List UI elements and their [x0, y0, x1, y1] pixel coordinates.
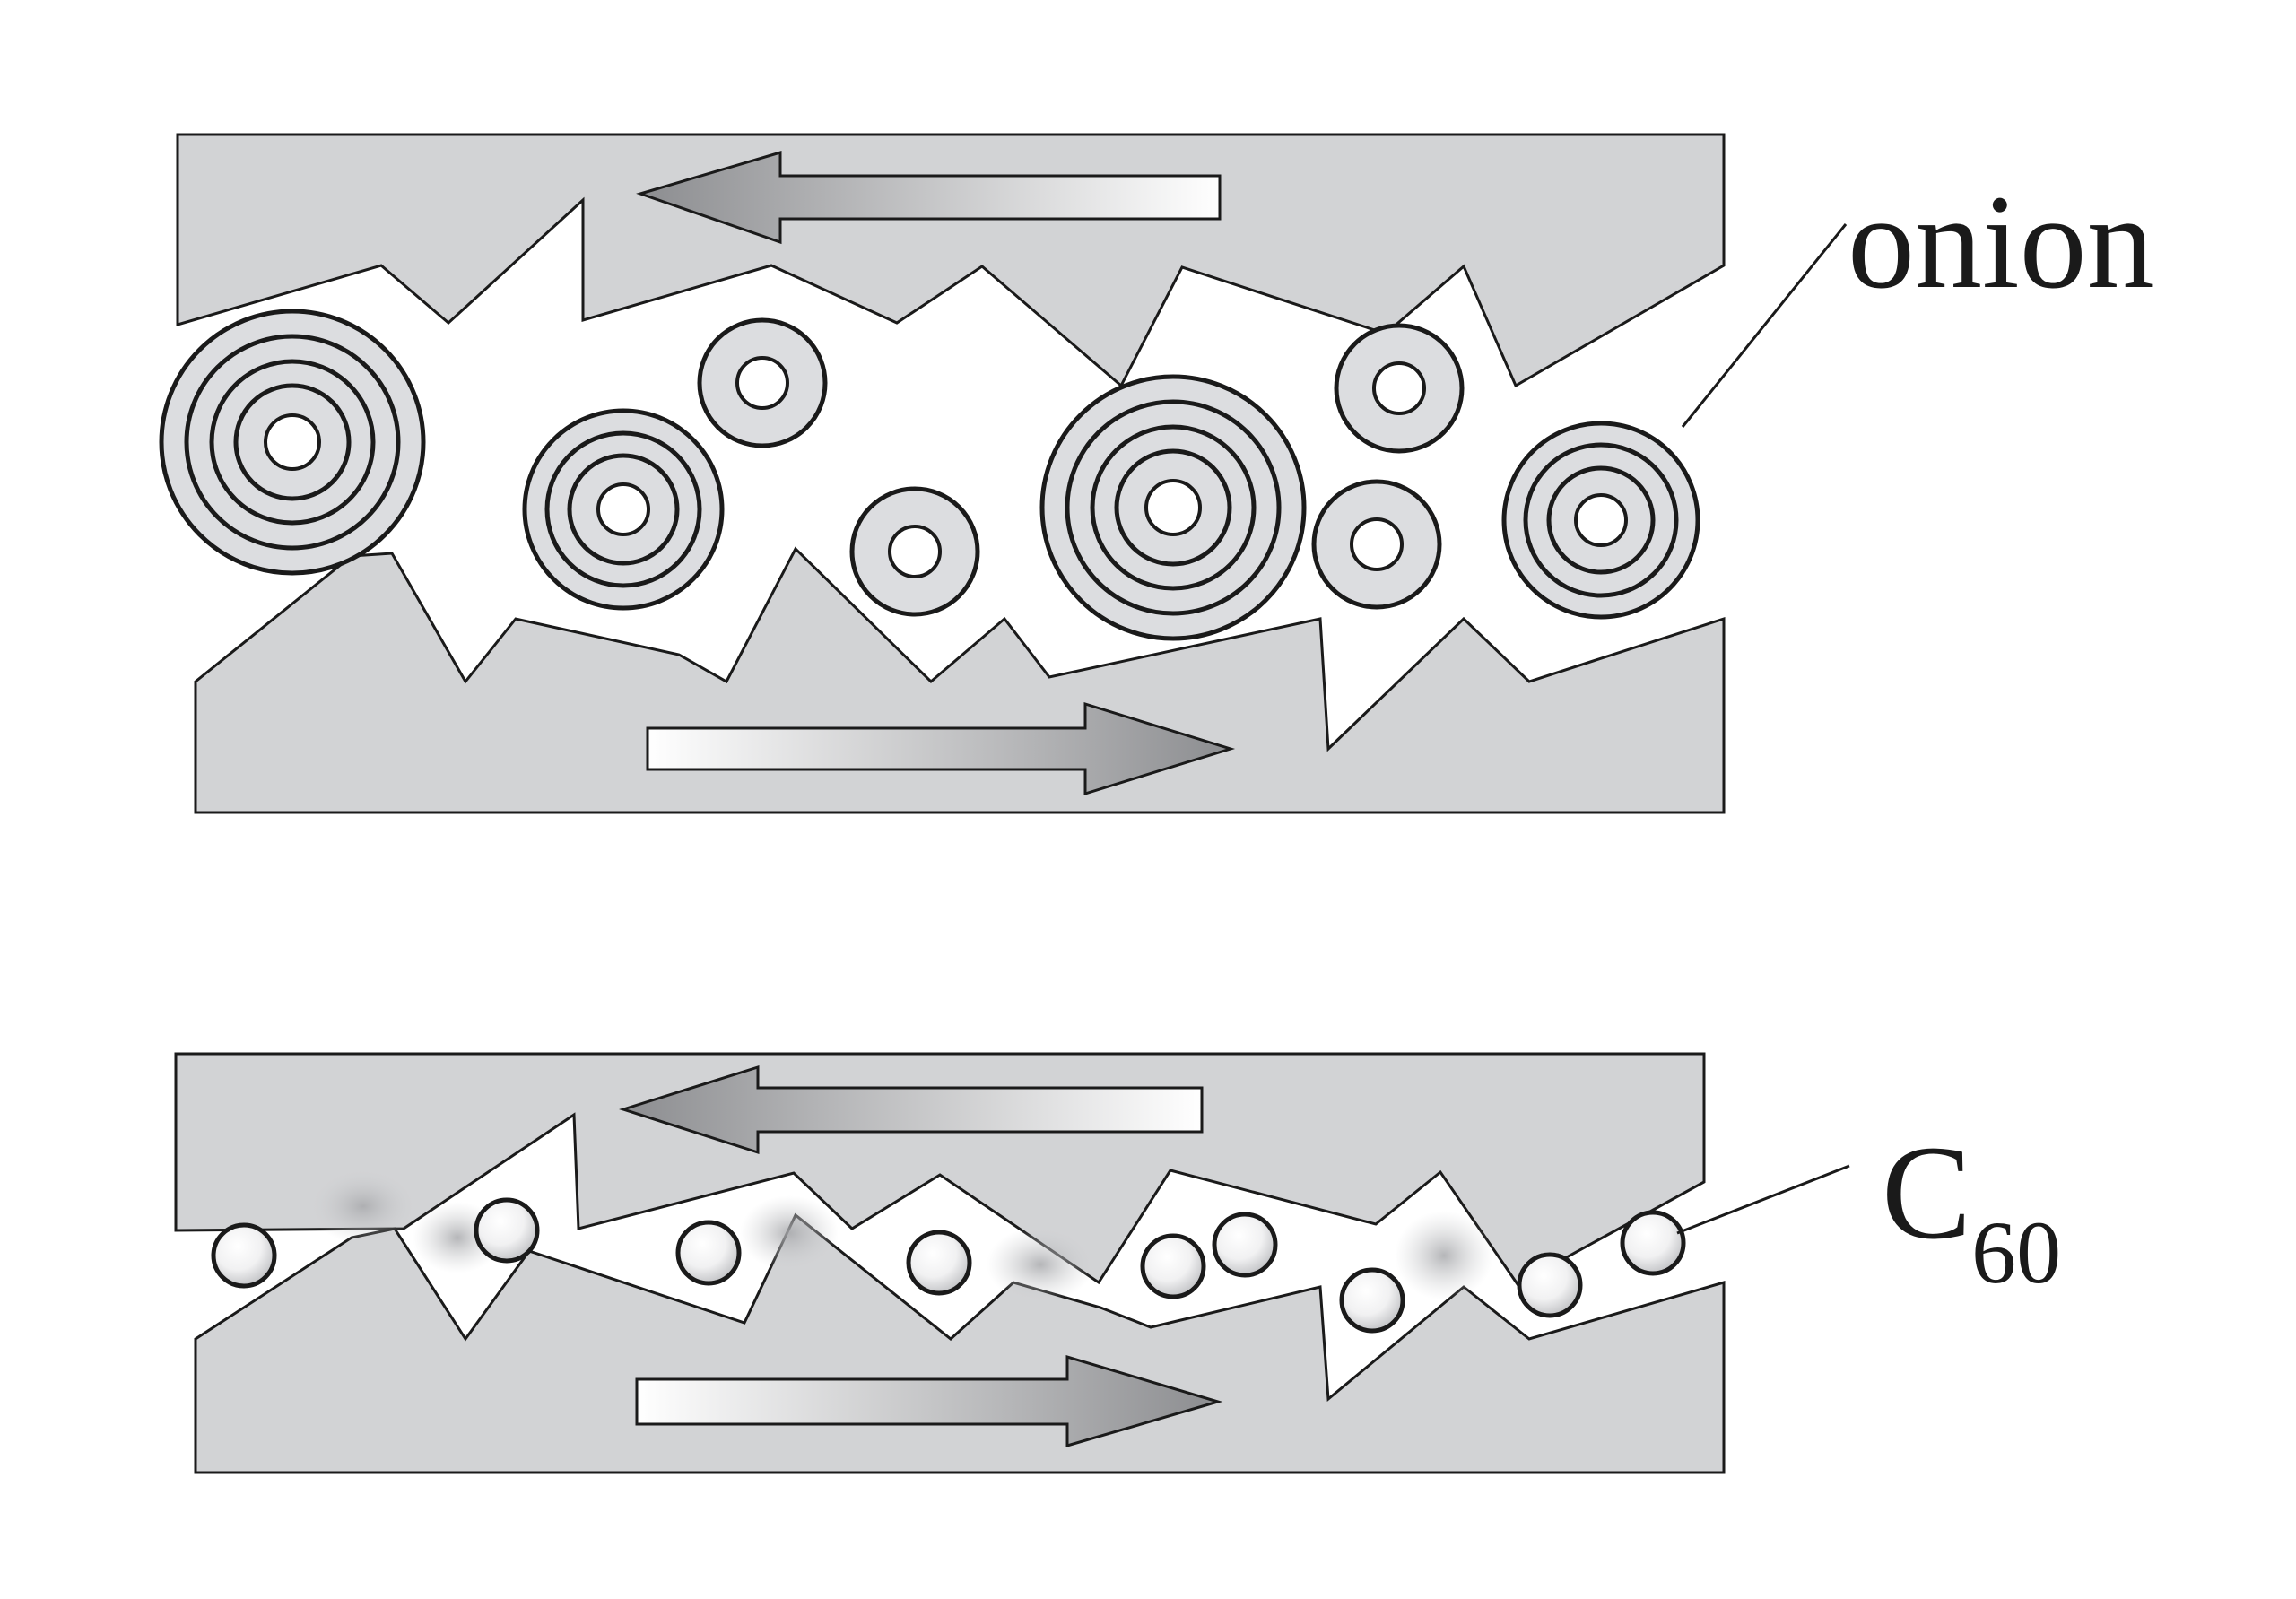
bottom-left-arrow	[619, 1065, 1204, 1155]
onion-particle	[1039, 374, 1307, 641]
upper-sliding-block	[176, 133, 1726, 388]
onion-label: onion	[1848, 168, 2154, 317]
c60-panel: C60	[174, 1052, 2061, 1474]
onion-particle	[1334, 323, 1465, 454]
c60-label: C60	[1882, 1118, 2061, 1302]
c60-particle	[1517, 1252, 1583, 1318]
bottom-right-arrow	[635, 1354, 1223, 1447]
c60-particle	[1620, 1210, 1686, 1276]
onion-particle	[1311, 479, 1442, 610]
top-right-arrow	[646, 701, 1236, 796]
c60-particle	[1212, 1212, 1278, 1278]
c60-particle	[675, 1220, 742, 1286]
upper-sliding-block-c60	[174, 1052, 1706, 1286]
c60-label-subscript: 60	[1971, 1203, 2061, 1302]
onion-particle	[849, 486, 980, 617]
c60-particle	[1339, 1267, 1405, 1334]
onion-leader-line	[1681, 223, 1848, 428]
c60-particle	[1140, 1233, 1206, 1299]
contact-shade	[309, 1169, 417, 1244]
onion-particle	[522, 408, 725, 611]
c60-particle	[474, 1197, 540, 1264]
onion-particle	[1501, 421, 1700, 620]
onion-panel: onion	[159, 133, 2154, 814]
onion-particle	[159, 309, 426, 576]
c60-particle	[906, 1230, 972, 1296]
contact-shade	[987, 1227, 1094, 1302]
c60-particle	[211, 1222, 277, 1289]
c60-leader-line	[1676, 1164, 1850, 1235]
lower-sliding-block	[194, 546, 1726, 814]
contact-shade	[1395, 1211, 1493, 1300]
top-left-arrow	[636, 150, 1222, 245]
c60-label-base: C	[1882, 1118, 1971, 1267]
contact-shade	[740, 1195, 839, 1271]
onion-particle	[697, 317, 828, 448]
lower-sliding-block-c60	[194, 1212, 1726, 1474]
